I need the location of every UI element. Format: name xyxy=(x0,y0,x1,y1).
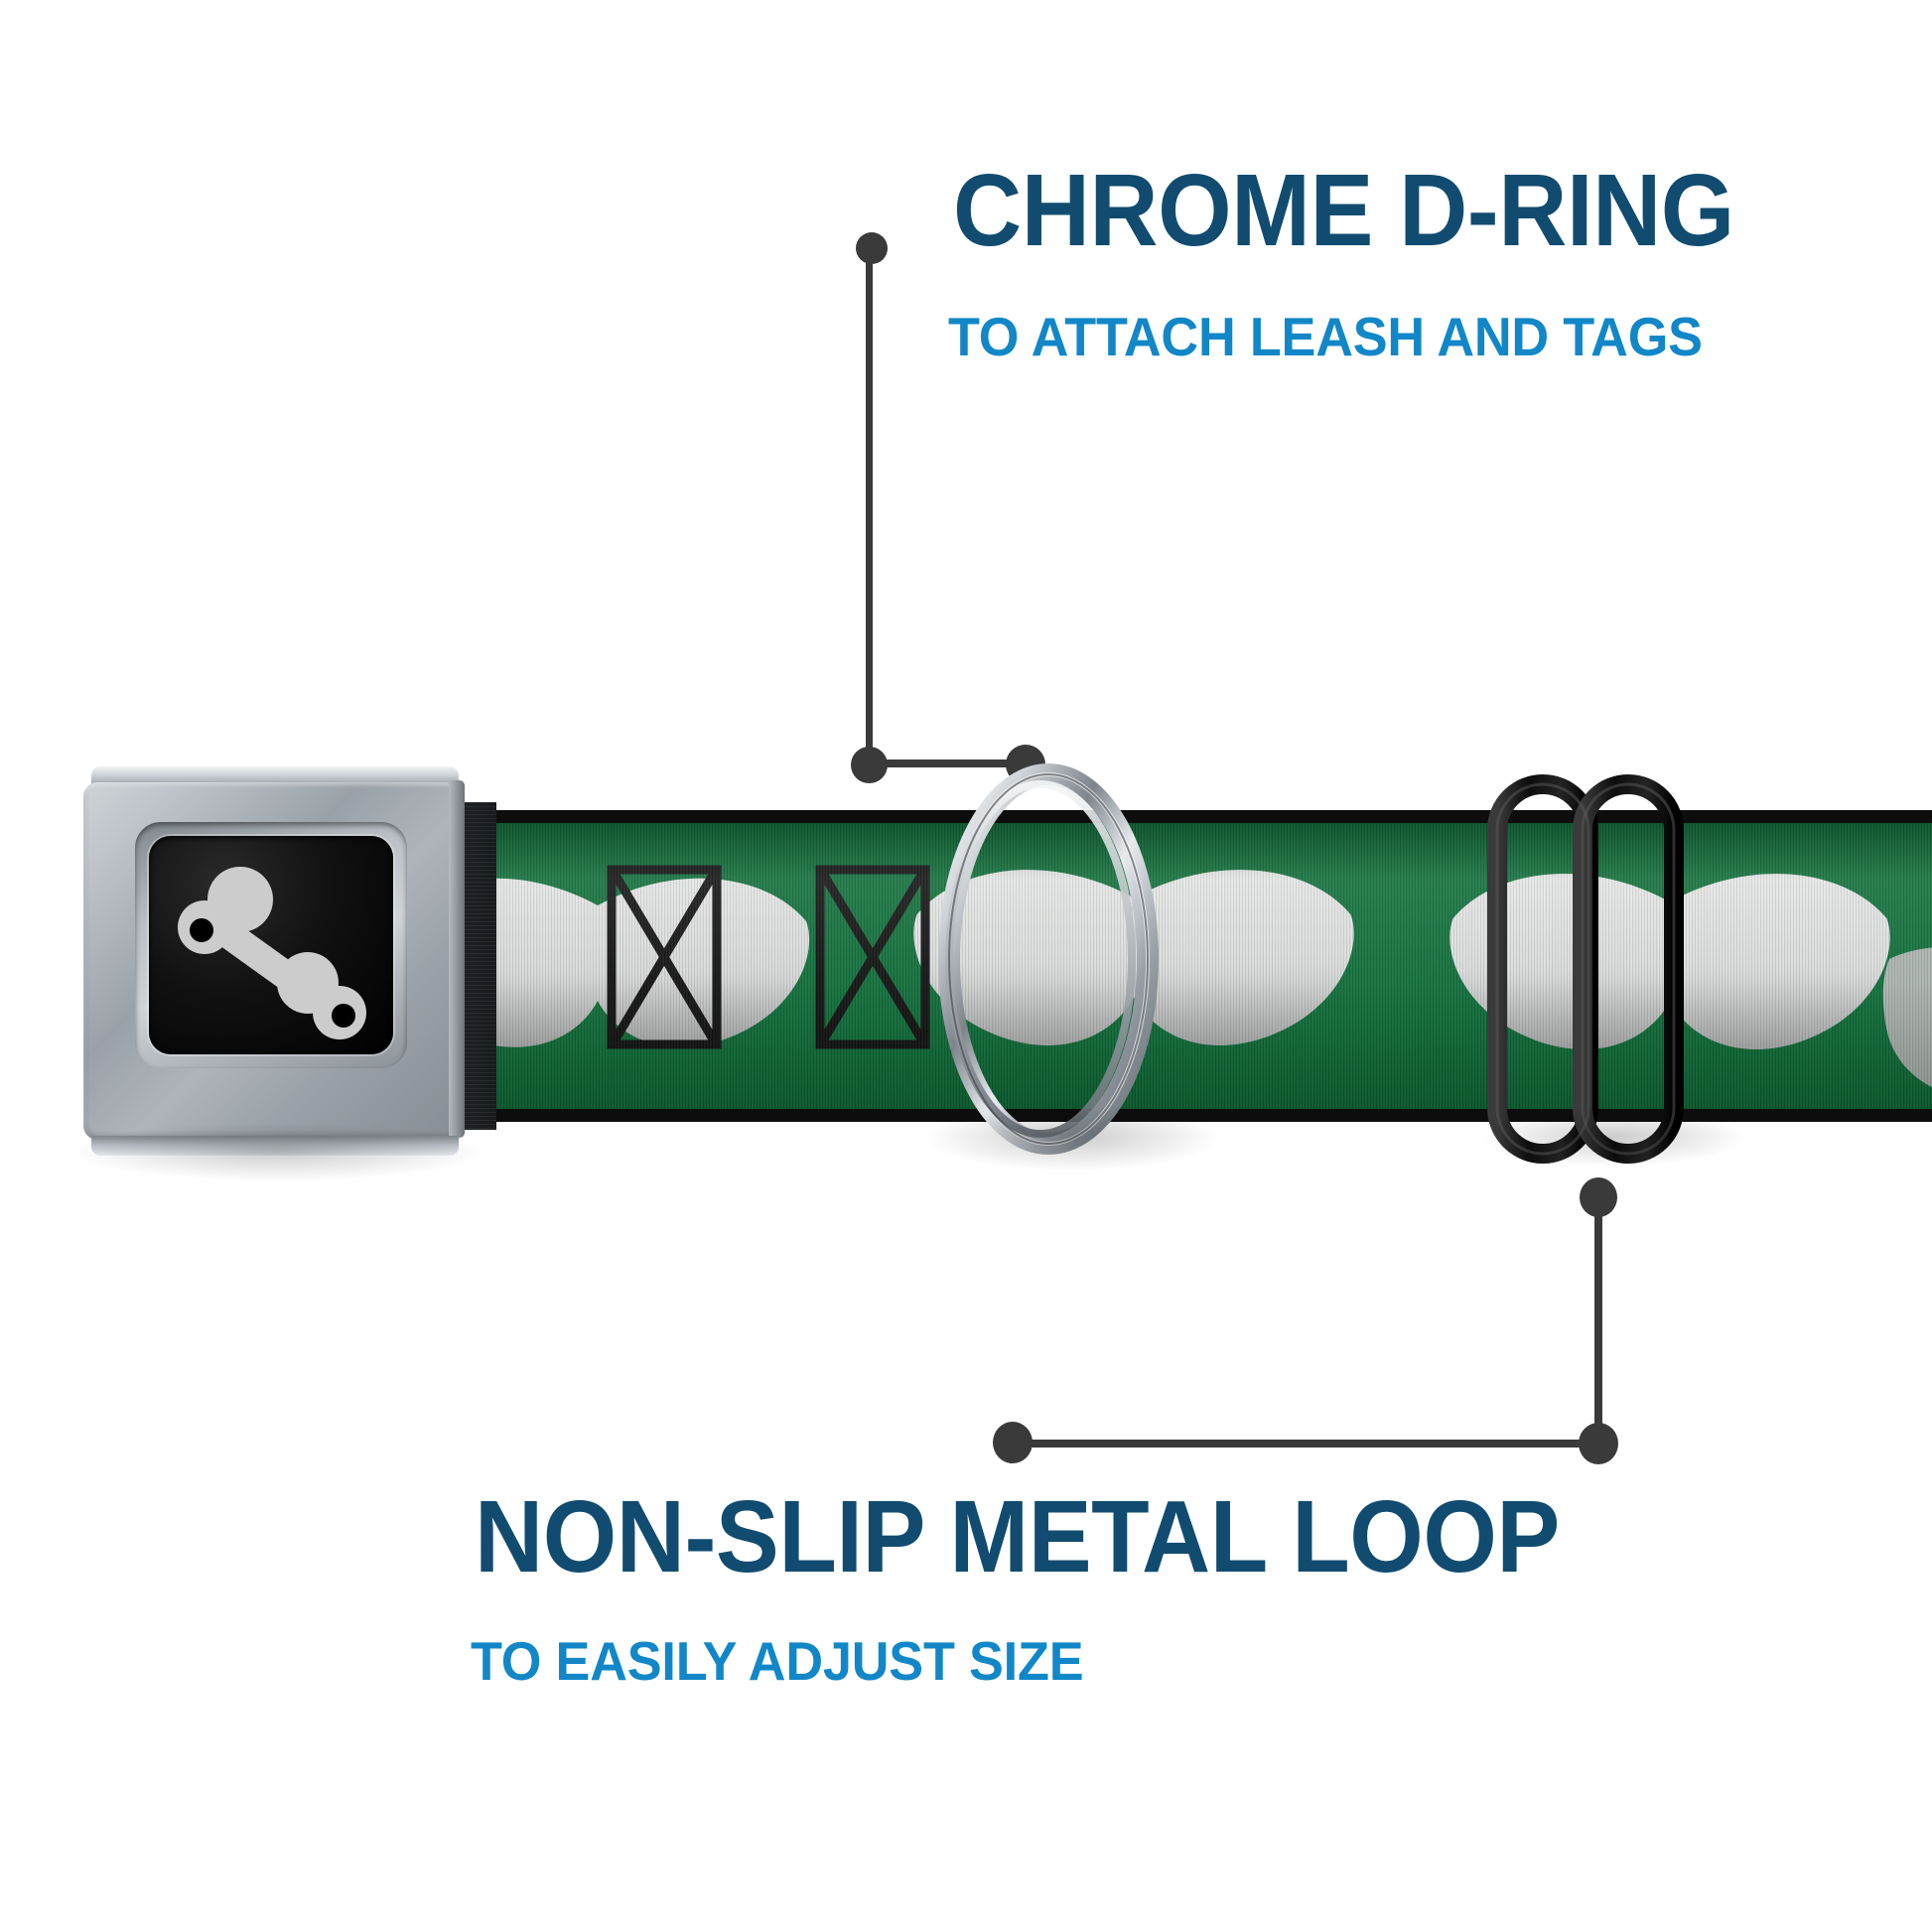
strap-edge-top xyxy=(429,810,1932,823)
leader-line-vertical-d-ring xyxy=(866,248,873,766)
chrome-d-ring xyxy=(937,751,1185,1168)
mustache-pattern-4 xyxy=(1839,929,1932,1122)
callout-title-chrome-d-ring: CHROME D-RING xyxy=(953,153,1734,267)
non-slip-metal-loop xyxy=(1485,770,1733,1168)
dog-bone-icon xyxy=(178,867,366,1039)
callout-subtitle-non-slip-metal-loop: TO EASILY ADJUST SIZE xyxy=(471,1630,1084,1692)
leader-line-horizontal-loop xyxy=(1015,1440,1596,1448)
buckle-side-tab xyxy=(449,780,465,1138)
callout-subtitle-chrome-d-ring: TO ATTACH LEASH AND TAGS xyxy=(948,306,1703,367)
box-x-stitch-1 xyxy=(607,865,722,1049)
buckle-bottom-lip xyxy=(91,1136,459,1156)
callout-title-non-slip-metal-loop: NON-SLIP METAL LOOP xyxy=(475,1479,1560,1593)
box-x-stitch-2 xyxy=(815,865,930,1049)
seatbelt-buckle xyxy=(83,766,465,1156)
strap-edge-bottom xyxy=(429,1109,1932,1122)
leader-line-vertical-loop xyxy=(1594,1197,1602,1446)
leader-line-horizontal-d-ring xyxy=(869,759,1028,767)
leader-dot-end-loop xyxy=(993,1422,1033,1463)
buckle-logo-plate xyxy=(149,836,393,1054)
